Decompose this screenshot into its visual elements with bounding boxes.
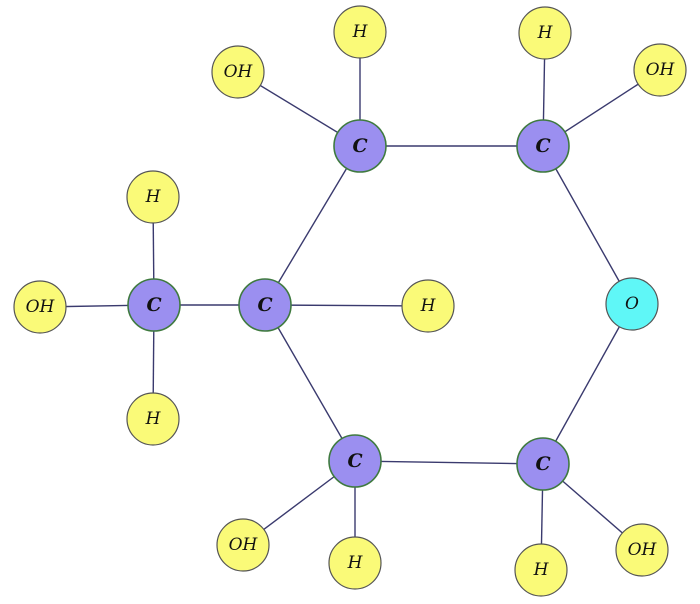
atom-c6: C [516,437,570,491]
atom-circle-c5 [328,434,382,488]
atom-label-h_c3: H [420,296,437,316]
bond-c6-c5 [354,460,544,465]
atom-h_c4_bottom: H [126,392,180,446]
atom-circle-o_ring [605,277,659,331]
atom-circle-h_c3 [401,279,455,333]
atom-h_c5: H [328,536,382,590]
atom-circle-c2 [516,119,570,173]
atom-circle-oh_c5 [216,518,270,572]
atom-circle-h_c4_bottom [126,392,180,446]
atom-circle-c6 [516,437,570,491]
atom-c5: C [328,434,382,488]
atom-circle-oh_c6 [615,523,669,577]
atom-label-h_c4_bottom: H [145,409,162,429]
atom-label-h_c1_top: H [352,22,369,42]
bond-c5-c3 [264,304,356,462]
atom-label-h_c6: H [533,560,550,580]
atom-label-c6: C [535,453,550,475]
atom-label-o_ring: O [625,294,639,314]
atom-circle-h_c4_top [126,170,180,224]
atom-label-h_c5: H [347,553,364,573]
atom-label-c2: C [535,135,550,157]
bond-c3-h_c3 [264,304,429,307]
atom-oh_c2: OH [633,43,687,97]
atom-label-oh_c1: OH [224,62,254,82]
atom-oh_c4: OH [13,280,67,334]
atom-h_c1_top: H [333,5,387,59]
atom-label-c1: C [352,135,367,157]
atom-oh_c6: OH [615,523,669,577]
atom-circle-c3 [238,278,292,332]
atom-label-c4: C [146,294,161,316]
atom-circle-h_c6 [514,543,568,597]
atom-circle-oh_c1 [211,45,265,99]
atom-circle-c1 [333,119,387,173]
atom-circle-c4 [127,278,181,332]
atom-label-c5: C [347,450,362,472]
atom-c2: C [516,119,570,173]
atom-circle-h_c2_top [518,6,572,60]
atom-label-h_c2_top: H [537,23,554,43]
bond-c2-o_ring [542,145,633,305]
atom-c3: C [238,278,292,332]
atom-circle-h_c1_top [333,5,387,59]
atom-label-oh_c4: OH [26,297,56,317]
atom-c1: C [333,119,387,173]
atom-h_c6: H [514,543,568,597]
atom-o_ring: O [605,277,659,331]
atom-label-oh_c6: OH [628,540,658,560]
atom-label-h_c4_top: H [145,187,162,207]
atom-h_c2_top: H [518,6,572,60]
atom-h_c3: H [401,279,455,333]
atom-oh_c1: OH [211,45,265,99]
atom-oh_c5: OH [216,518,270,572]
atom-h_c4_top: H [126,170,180,224]
atom-c4: C [127,278,181,332]
atom-label-c3: C [257,294,272,316]
atom-circle-oh_c2 [633,43,687,97]
atom-circle-h_c5 [328,536,382,590]
atom-circle-oh_c4 [13,280,67,334]
bond-o_ring-c6 [542,303,633,465]
bond-c3-c1 [264,145,361,306]
atom-label-oh_c2: OH [646,60,676,80]
atom-label-oh_c5: OH [229,535,259,555]
